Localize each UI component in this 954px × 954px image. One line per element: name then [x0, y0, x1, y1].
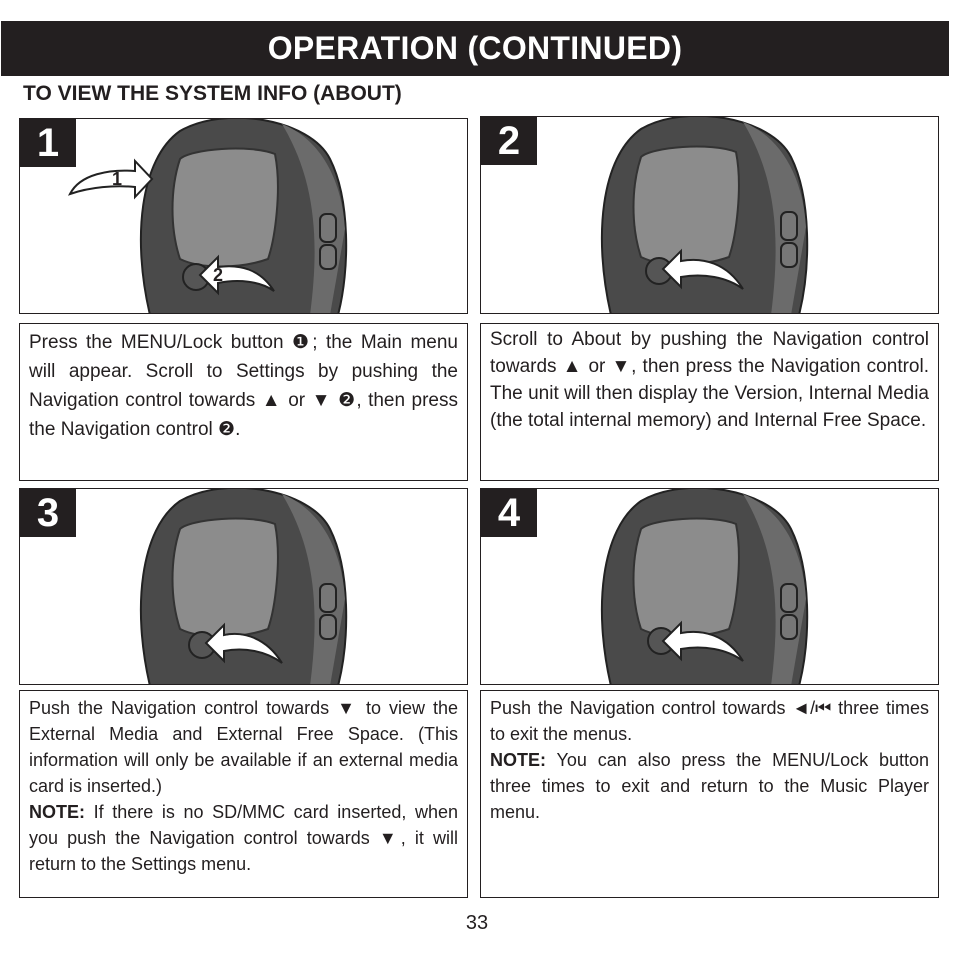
note-label: NOTE:	[490, 750, 546, 770]
instruction-text: Push the Navigation control towards ◄/⏮ …	[490, 698, 929, 744]
mp3-player-image	[600, 489, 809, 684]
instruction-text: Push the Navigation control towards ▼ to…	[29, 698, 458, 796]
step-1-illustration: 1 1 2	[19, 118, 468, 314]
mp3-player-image	[67, 119, 348, 313]
note-text: If there is no SD/MMC card inserted, whe…	[29, 802, 458, 874]
step-2-instructions: Scroll to About by pushing the Navigatio…	[480, 323, 939, 481]
step-4-instructions: Push the Navigation control towards ◄/⏮ …	[480, 690, 939, 898]
callout-label: 2	[213, 265, 224, 285]
mp3-player-image	[139, 489, 348, 684]
instruction-text: Scroll to About by pushing the Navigatio…	[490, 329, 929, 431]
callout-label: 1	[112, 169, 123, 189]
page-title-banner: OPERATION (CONTINUED)	[1, 21, 949, 76]
step-4-illustration: 4	[480, 488, 939, 685]
step-2-illustration: 2	[480, 116, 939, 314]
step-number: 1	[20, 119, 76, 167]
step-number: 3	[20, 489, 76, 537]
page-title: OPERATION (CONTINUED)	[267, 30, 683, 66]
step-3-illustration: 3	[19, 488, 468, 685]
step-1-instructions: Press the MENU/Lock button ❶; the Main m…	[19, 323, 468, 481]
step-3-instructions: Push the Navigation control towards ▼ to…	[19, 690, 468, 898]
step-number: 4	[481, 489, 537, 537]
note-label: NOTE:	[29, 802, 85, 822]
step-number: 2	[481, 117, 537, 165]
page-number: 33	[465, 912, 489, 934]
instruction-text: Press the MENU/Lock button ❶; the Main m…	[29, 332, 458, 440]
note-paragraph: NOTE: If there is no SD/MMC card inserte…	[29, 799, 458, 877]
mp3-player-image	[600, 117, 809, 313]
note-paragraph: NOTE: You can also press the MENU/Lock b…	[490, 747, 929, 825]
section-title: TO VIEW THE SYSTEM INFO (ABOUT)	[23, 82, 402, 105]
note-text: You can also press the MENU/Lock button …	[490, 750, 929, 822]
